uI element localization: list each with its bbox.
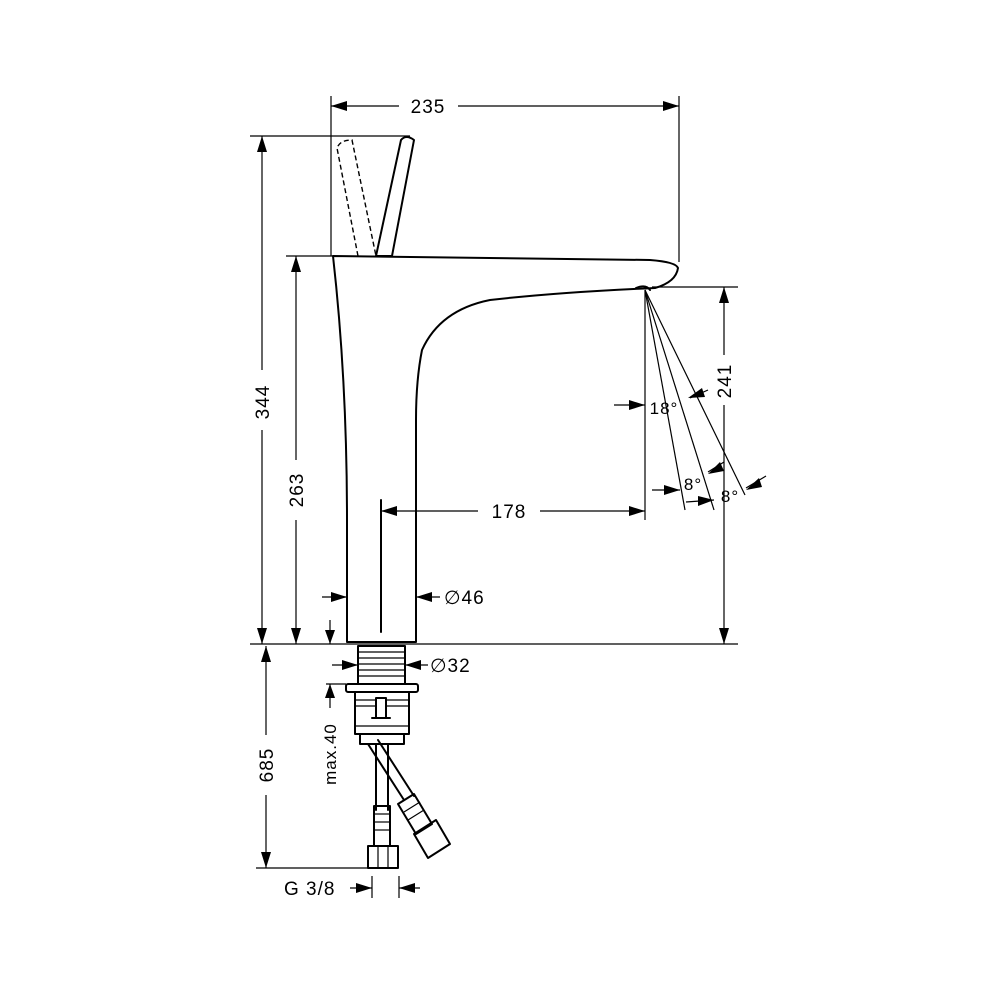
label-overall-width: 235 [411,97,446,118]
lever-handle [336,136,415,257]
label-spout-height: 263 [287,473,308,508]
label-hose-length: 685 [257,748,278,783]
dim-spout-reach: 178 [381,502,645,523]
base-arrow [325,620,335,644]
dim-angle-3: 8° [685,475,767,506]
dim-hose-length: 685 [256,646,370,869]
label-max-thickness: max.40 [321,723,340,785]
dim-spout-height: 263 [286,255,333,644]
dim-shank-diameter: ∅32 [332,656,471,677]
dim-spout-to-flow: 241 [652,286,738,644]
label-angle-3: 8° [721,487,739,506]
label-angle-2: 8° [684,475,702,494]
dim-angle-1: 18° [614,388,709,418]
label-angle-1: 18° [650,399,679,418]
flow-angle-lines [644,289,746,520]
dim-max-thickness: max.40 [321,683,346,785]
dim-connection: G 3/8 [284,876,420,900]
label-shank-diameter: ∅32 [430,656,471,677]
supply-hoses [367,739,451,869]
label-overall-height: 344 [253,385,274,420]
label-connection: G 3/8 [284,879,335,900]
dim-overall-width: 235 [330,96,680,262]
faucet-body [332,255,679,643]
label-body-diameter: ∅46 [444,588,485,609]
label-spout-to-flow: 241 [715,364,736,399]
label-spout-reach: 178 [492,502,527,523]
mounting-shank [345,645,419,745]
dim-angle-2: 8° [652,461,725,495]
dim-overall-height: 344 [250,135,410,644]
dim-body-diameter: ∅46 [322,588,485,609]
